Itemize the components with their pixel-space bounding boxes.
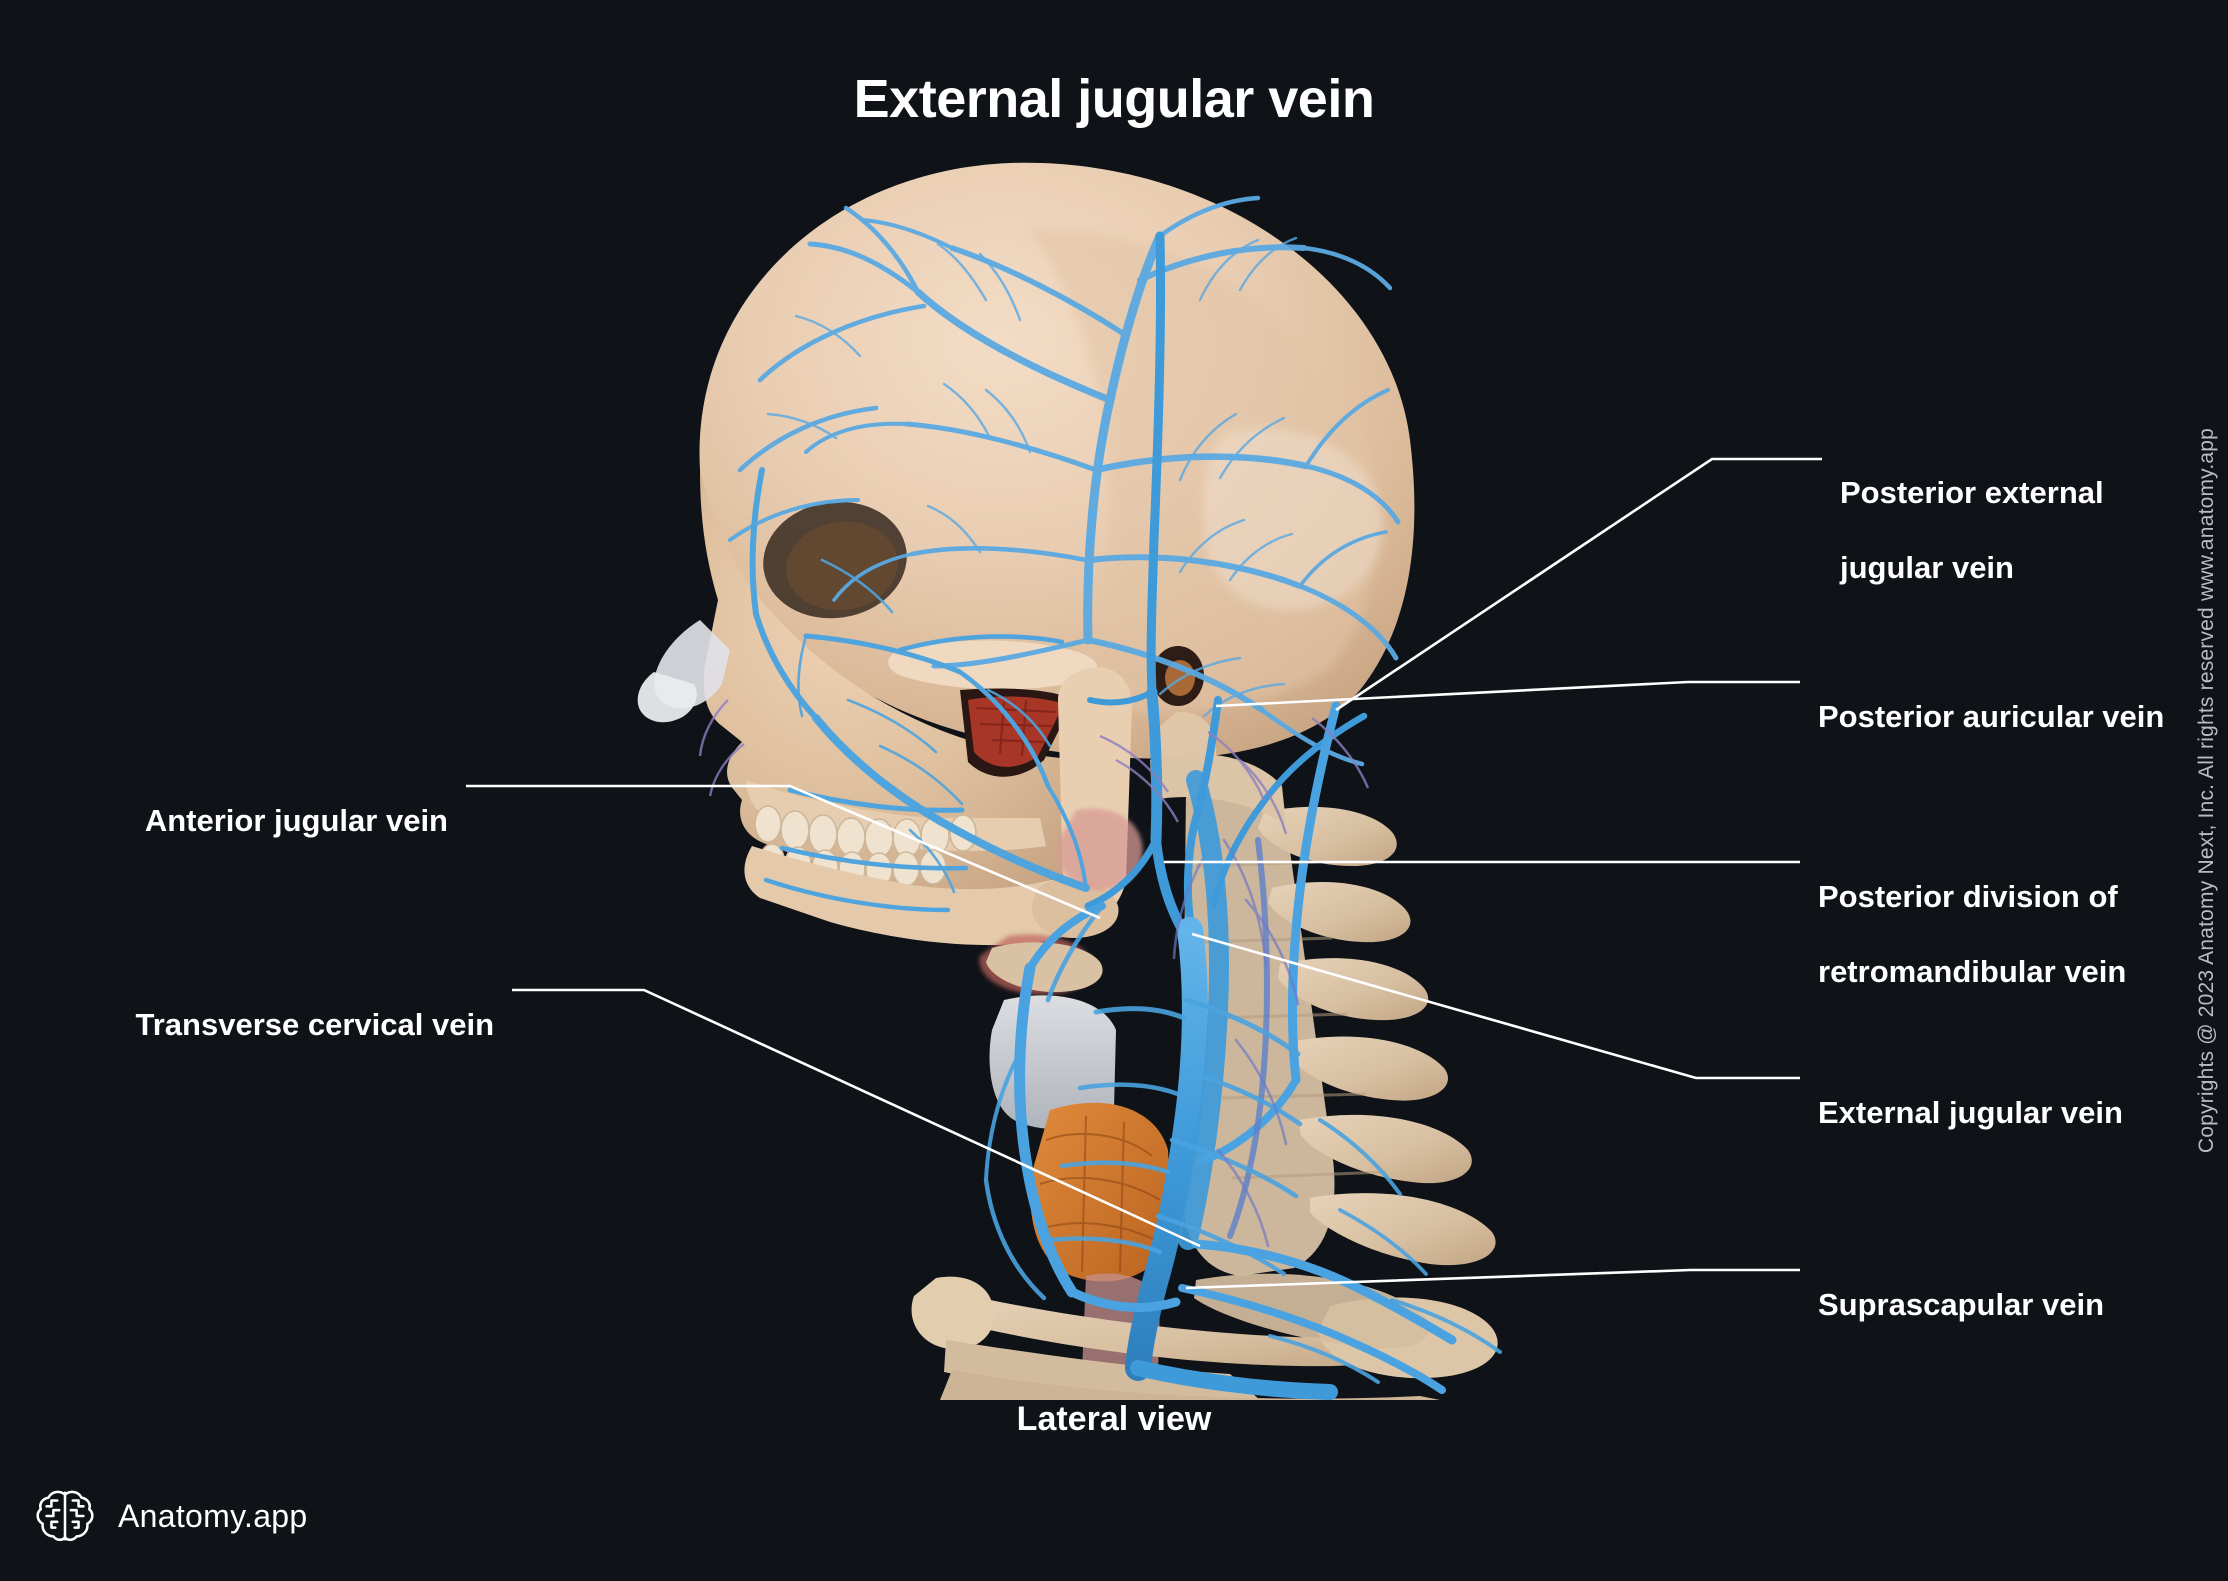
upper-thorax-mass (940, 1370, 1440, 1400)
suprascapular-vein (1178, 1284, 1446, 1394)
label-line-2: retromandibular vein (1818, 954, 2127, 990)
superficial-temporal-vein (1146, 231, 1166, 697)
view-caption: Lateral view (1016, 1400, 1212, 1438)
pterygoid-plexus (968, 696, 1064, 767)
brand-name: Anatomy.app (118, 1497, 308, 1534)
manubrium (944, 1340, 1260, 1400)
zygomatic-arch (888, 640, 1098, 690)
anterior-jugular-arch (1067, 1287, 1181, 1312)
label-line-1: Anterior jugular vein (144, 802, 448, 838)
hyoid-bone (986, 942, 1103, 992)
copyright-notice: Copyrights @ 2023 Anatomy Next, Inc. All… (2184, 0, 2228, 1581)
label-line-1: Transverse cervical vein (135, 1006, 494, 1042)
label-line-1: Posterior external (1840, 474, 2104, 510)
supratrochlear-vein (749, 467, 765, 617)
retromandibular-vein (1146, 686, 1163, 846)
label-posterior-division-of-retromandibular-vein[interactable]: Posterior division of retromandibular ve… (1818, 840, 2218, 1029)
zygomatic-vein (897, 634, 1065, 653)
label-external-jugular-vein[interactable]: External jugular vein (1818, 1056, 2218, 1169)
label-line-1: Suprascapular vein (1818, 1286, 2105, 1322)
buccal-vein (957, 669, 1051, 789)
label-suprascapular-vein[interactable]: Suprascapular vein (1818, 1248, 2218, 1361)
clavicle-sternal-end (911, 1276, 995, 1350)
infraorbital-vein (803, 633, 963, 675)
copyright-text: Copyrights @ 2023 Anatomy Next, Inc. All… (2195, 427, 2218, 1154)
angular-vein (753, 611, 819, 721)
page-title: External jugular vein (853, 69, 1375, 129)
scalp-venous-network (728, 195, 1401, 767)
label-posterior-auricular-vein[interactable]: Posterior auricular vein (1818, 660, 2218, 773)
label-line-1: Posterior division of (1818, 878, 2118, 914)
label-line-1: External jugular vein (1818, 1094, 2123, 1130)
brain-icon (36, 1490, 94, 1541)
nasal-tip (637, 672, 697, 723)
subclavian-vein (1130, 1360, 1338, 1400)
label-line-2: jugular vein (1840, 550, 2014, 586)
brand-logo[interactable]: Anatomy.app (34, 1485, 308, 1547)
label-line-1: Posterior auricular vein (1818, 698, 2165, 734)
label-posterior-external-jugular-vein[interactable]: Posterior external jugular vein (1840, 436, 2200, 625)
clavicle (946, 1292, 1451, 1367)
small-venous-plexus (698, 699, 1370, 835)
label-transverse-cervical-vein[interactable]: Transverse cervical vein (60, 968, 494, 1081)
label-anterior-jugular-vein[interactable]: Anterior jugular vein (60, 764, 448, 877)
